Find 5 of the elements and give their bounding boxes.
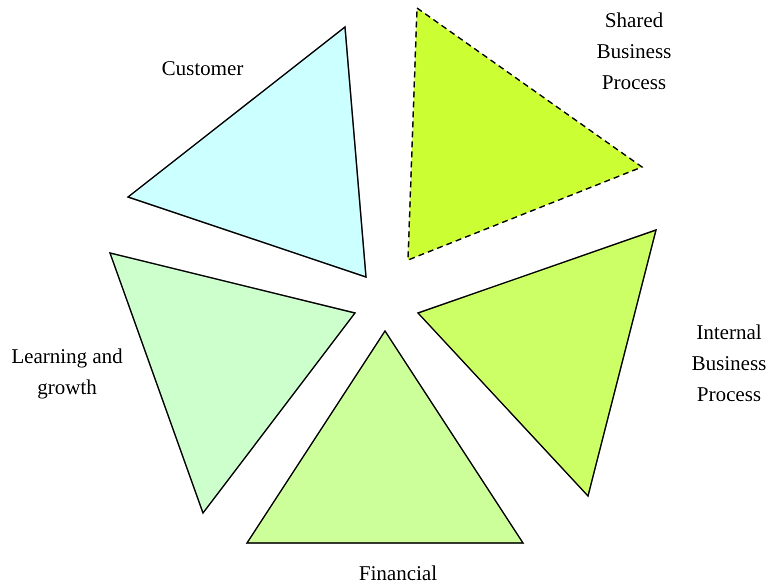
segment-label: Customer <box>160 55 244 82</box>
segment-label: Internal Business Process <box>690 319 768 408</box>
segment-label: Financial <box>358 560 438 584</box>
segment-label: Learning and growth <box>10 343 124 401</box>
segment-label: Shared Business Process <box>596 7 672 96</box>
